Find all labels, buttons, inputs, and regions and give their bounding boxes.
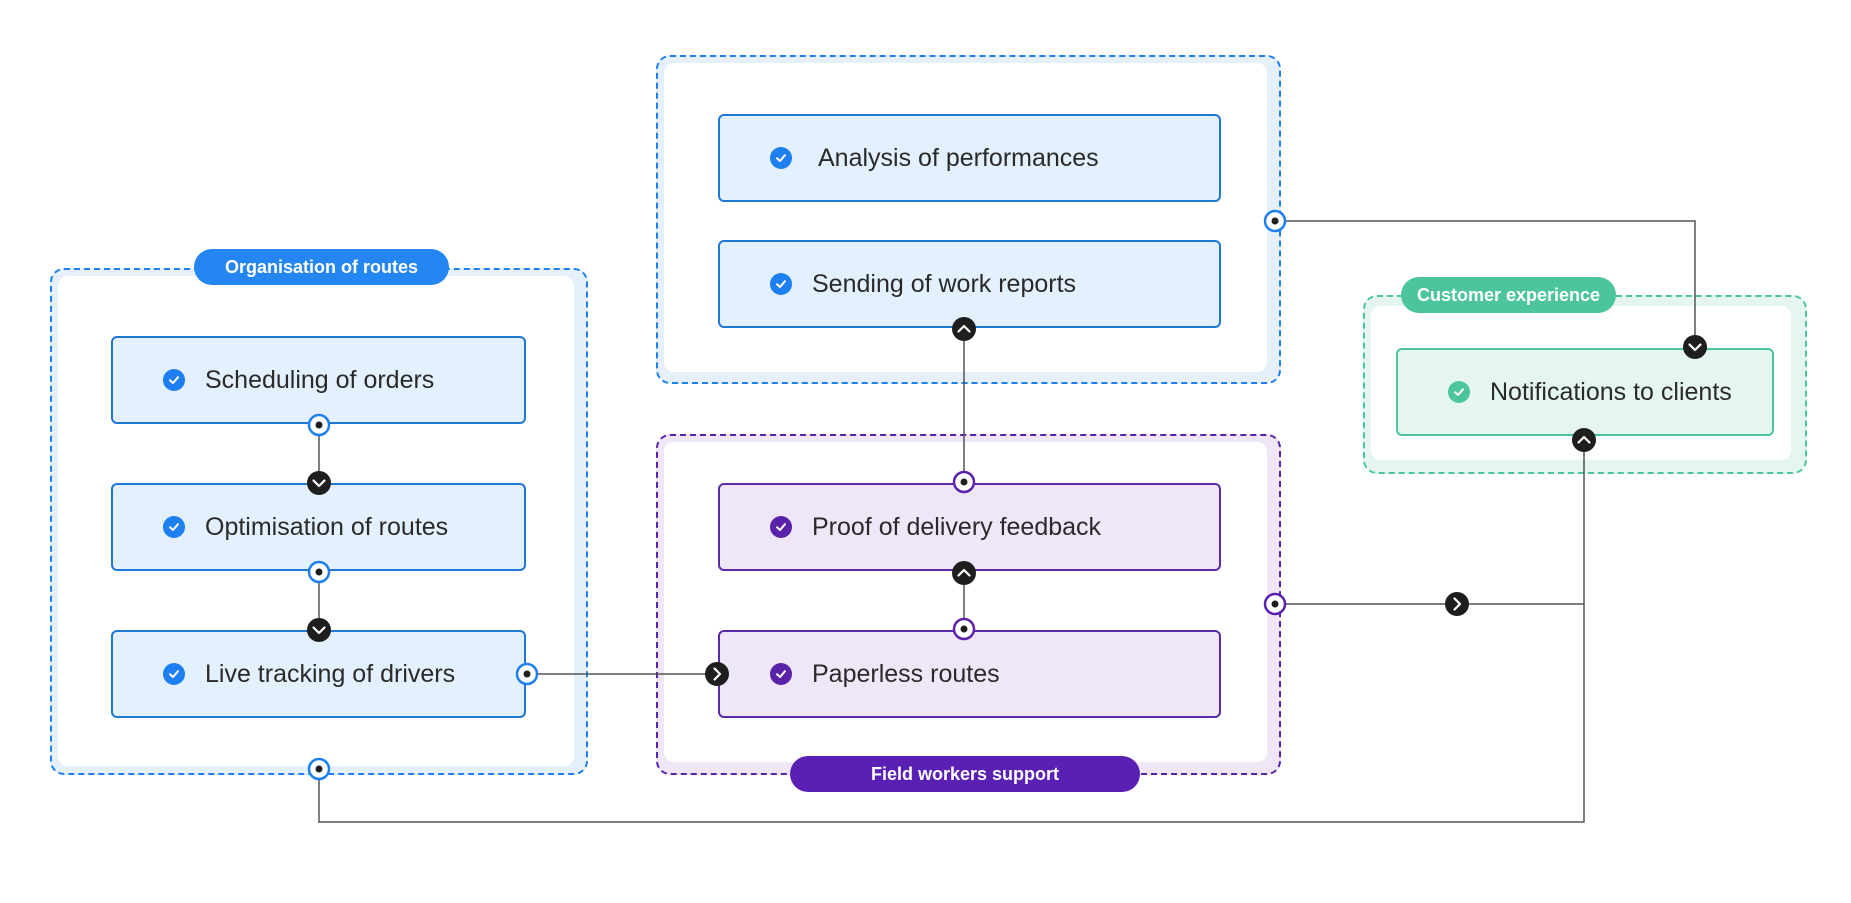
chevron-up-icon [952,561,976,585]
chevron-right-icon [705,662,729,686]
node-scheduling-of-orders[interactable]: Scheduling of orders [111,336,526,424]
check-icon [163,516,185,538]
check-icon [770,147,792,169]
node-analysis-of-performances[interactable]: Analysis of performances [718,114,1221,202]
node-optimisation-of-routes[interactable]: Optimisation of routes [111,483,526,571]
node-label: Scheduling of orders [205,365,435,394]
node-notifications-to-clients[interactable]: Notifications to clients [1396,348,1774,436]
port-reporting-right [1263,209,1287,233]
check-icon [1448,381,1470,403]
port-optimisation-bottom [307,560,331,584]
node-label: Optimisation of routes [205,512,449,541]
chevron-right-icon [1445,592,1469,616]
connection-lines [318,220,1696,823]
edge-organisation-notifications [318,440,1585,823]
check-icon [770,273,792,295]
node-live-tracking-of-drivers[interactable]: Live tracking of drivers [111,630,526,718]
check-icon [770,516,792,538]
group-title-customer-experience: Customer experience [1401,277,1616,313]
group-title-organisation: Organisation of routes [194,249,449,285]
check-icon [163,369,185,391]
node-label: Notifications to clients [1490,377,1732,406]
node-label: Sending of work reports [812,269,1077,298]
port-organisation-bottom [307,757,331,781]
chevron-down-icon [1683,335,1707,359]
check-icon [163,663,185,685]
chevron-down-icon [307,471,331,495]
port-field-right [1263,592,1287,616]
node-label: Live tracking of drivers [205,659,456,688]
check-icon [770,663,792,685]
port-live-tracking-right [515,662,539,686]
group-title-field-workers: Field workers support [790,756,1140,792]
port-proof-top [952,470,976,494]
node-paperless-routes[interactable]: Paperless routes [718,630,1221,718]
node-proof-of-delivery-feedback[interactable]: Proof of delivery feedback [718,483,1221,571]
chevron-up-icon [952,317,976,341]
port-scheduling-bottom [307,413,331,437]
node-label: Paperless routes [812,659,1000,688]
port-paperless-top [952,617,976,641]
node-sending-of-work-reports[interactable]: Sending of work reports [718,240,1221,328]
node-label: Analysis of performances [818,143,1099,172]
chevron-down-icon [307,618,331,642]
node-label: Proof of delivery feedback [812,512,1102,541]
chevron-up-icon [1572,428,1596,452]
edge-analysis-notifications [1275,220,1696,347]
